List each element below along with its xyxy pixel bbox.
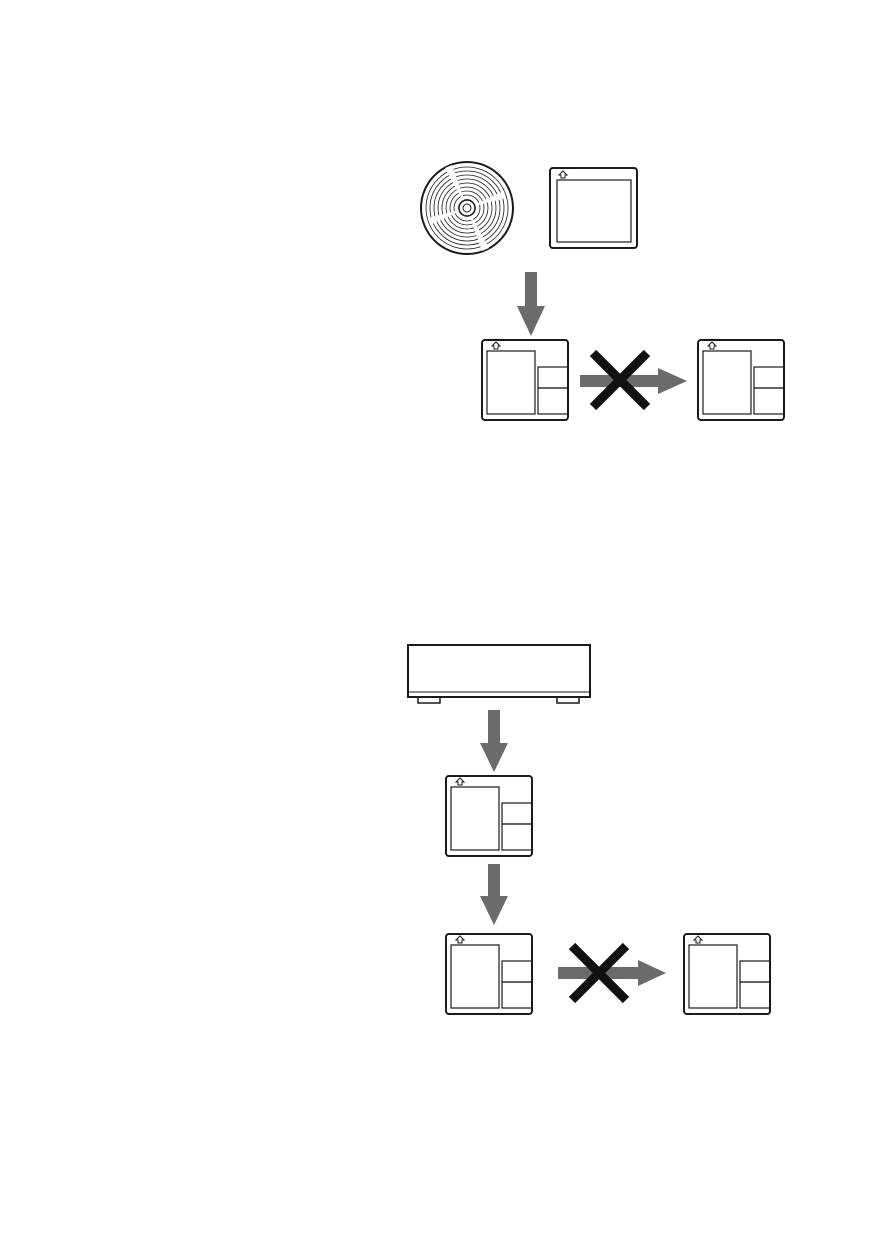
diagram-player-copy <box>408 645 770 1014</box>
arrow-down-icon <box>517 272 545 336</box>
minidisc-icon <box>446 934 532 1014</box>
card-icon <box>550 168 637 248</box>
crossed-arrow-icon <box>558 946 666 1000</box>
cd-icon <box>421 162 513 254</box>
arrow-down-icon <box>480 864 508 925</box>
minidisc-icon <box>698 340 784 420</box>
diagram-digital-copy <box>421 162 784 420</box>
minidisc-icon <box>446 776 532 856</box>
player-deck-icon <box>408 645 590 703</box>
crossed-arrow-icon <box>580 353 687 407</box>
arrow-down-icon <box>480 710 508 772</box>
minidisc-icon <box>482 340 568 420</box>
minidisc-icon <box>684 934 770 1014</box>
